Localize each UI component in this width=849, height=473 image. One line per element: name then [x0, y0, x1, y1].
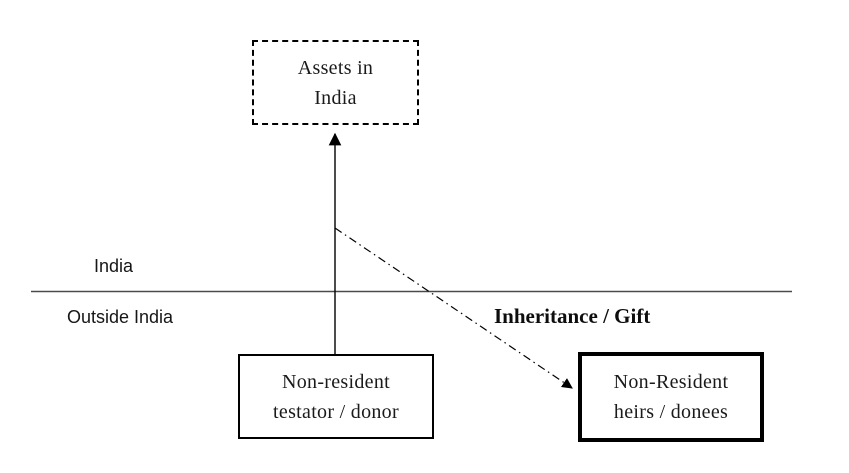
- assets-in-india-label-line1: Assets in: [297, 56, 374, 79]
- outside-india-zone-label: Outside India: [67, 307, 174, 327]
- heirs-label-line2: heirs / donees: [613, 401, 729, 423]
- heirs-label-line1: Non-Resident: [613, 371, 729, 393]
- non-resident-heirs-box: Non-Resident heirs / donees: [578, 352, 764, 442]
- testator-label-line1: Non-resident: [281, 370, 390, 393]
- testator-label-line2: testator / donor: [273, 400, 399, 423]
- assets-in-india-label-line2: India: [314, 86, 357, 109]
- india-zone-label: India: [94, 256, 134, 276]
- inheritance-gift-label: Inheritance / Gift: [494, 304, 651, 328]
- assets-in-india-box: Assets in India: [252, 40, 419, 125]
- non-resident-testator-box: Non-resident testator / donor: [238, 354, 434, 439]
- inheritance-gift-arrow: [334, 227, 573, 389]
